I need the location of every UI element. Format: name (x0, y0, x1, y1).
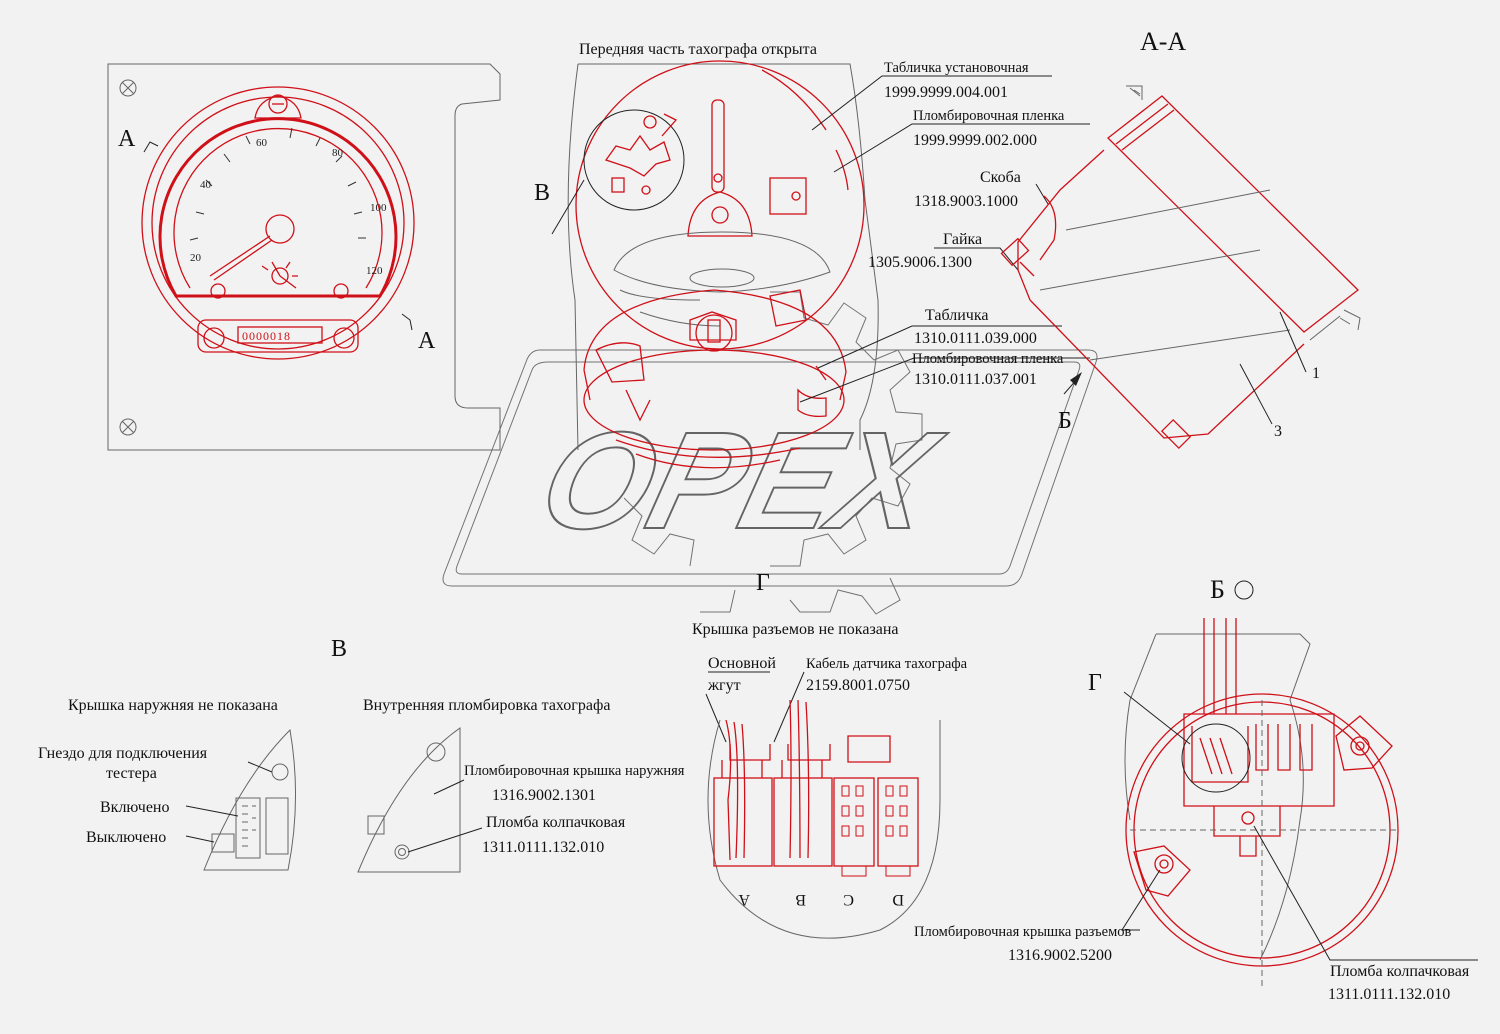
panel-screw-bottom (119, 418, 137, 436)
outer-seal-cover-code: 1316.9002.1301 (492, 787, 596, 804)
label-plate-name: Табличка (925, 307, 988, 324)
view-v-title: В (331, 636, 347, 662)
connector-block (707, 699, 941, 939)
inner-sealing-title: Внутренняя пломбировка тахографа (363, 697, 610, 714)
gauge-clock (261, 261, 298, 289)
panel-screw-top (119, 79, 137, 97)
front-open-title: Передняя часть тахографа открыта (579, 41, 817, 58)
gauge-top-knob (254, 94, 302, 119)
label-seal-film2-name: Пломбировочная пленка (912, 351, 1064, 367)
socket-a-label: A (738, 891, 750, 908)
label-bracket-code: 1318.9003.1000 (914, 193, 1018, 210)
view-b-detail: Г (1088, 618, 1478, 990)
section-marker-a-top-label: А (118, 126, 136, 152)
gauge-left-lamp (210, 283, 226, 299)
main-harness-line1: Основной (708, 655, 776, 672)
switch-off-label: Выключено (86, 829, 166, 846)
label-seal-film-name: Пломбировочная пленка (913, 108, 1065, 124)
section-marker-a-top: А (118, 126, 159, 153)
arrow-b-label: Б (1058, 408, 1072, 434)
section-aa-drawing: 1 3 Б (1000, 85, 1361, 450)
watermark-text: OPEX (527, 403, 956, 558)
cap-seal-v-code: 1311.0111.132.010 (482, 839, 604, 856)
label-bracket-name: Скоба (980, 169, 1021, 186)
label-seal-film-code: 1999.9999.002.000 (913, 132, 1037, 149)
sensor-cable-name: Кабель датчика тахографа (806, 656, 968, 672)
gauge-scale-40: 40 (200, 179, 212, 191)
tachograph-gauge: 20 40 60 80 100 120 0000018 А А (118, 86, 436, 360)
cap-seal-v-name: Пломба колпачковая (486, 814, 626, 831)
view-v-left-detail (185, 728, 296, 871)
open-lid (613, 231, 831, 327)
main-harness-line2: жгут (707, 677, 741, 694)
gauge-right-lamp (333, 283, 349, 299)
view-b-title: Б (1210, 575, 1225, 604)
connector-seal-cover-code: 1316.9002.5200 (1008, 947, 1112, 964)
gauge-scale-20: 20 (190, 252, 202, 264)
gauge-scale-100: 100 (370, 202, 387, 214)
tachograph-body (583, 289, 847, 469)
label-nut-name: Гайка (943, 231, 982, 248)
view-b-seal-right (1335, 715, 1393, 771)
gauge-scale-80: 80 (332, 147, 344, 159)
callout-v-label: В (534, 180, 550, 206)
cap-seal-b-name: Пломба колпачковая (1330, 963, 1470, 980)
label-plate-code: 1310.0111.039.000 (914, 330, 1037, 347)
connector-seal-cover-name: Пломбировочная крышка разъемов (914, 924, 1132, 940)
socket-d-label: D (892, 891, 904, 908)
cap-seal-b-code: 1311.0111.132.010 (1328, 986, 1450, 1003)
view-b-seal-left (1133, 845, 1191, 897)
tester-socket-line2: тестера (106, 765, 157, 782)
view-b-title-marker (1234, 580, 1254, 600)
dashboard-panel (107, 63, 501, 451)
arrow-b: Б (1058, 372, 1082, 434)
gauge-needle (209, 214, 295, 281)
gauge-ticks (189, 127, 366, 241)
section-aa-title: А-А (1140, 27, 1186, 56)
section-aa-num-3: 3 (1274, 423, 1282, 440)
connector-cover-note: Крышка разъемов не показана (692, 621, 899, 638)
socket-c-label: C (843, 891, 854, 908)
gauge-scale-60: 60 (256, 137, 268, 149)
callout-g-label: Г (1088, 670, 1102, 696)
outer-cover-note: Крышка наружняя не показана (68, 697, 278, 714)
label-leaders (799, 75, 1090, 403)
watermark: OPEX (442, 291, 1098, 615)
callout-v-circle: В (534, 109, 685, 235)
gauge-odometer-bar: 0000018 (197, 319, 359, 353)
gauge-scale-120: 120 (366, 265, 383, 277)
socket-b-label: B (795, 891, 806, 908)
switch-on-label: Включено (100, 799, 169, 816)
open-tachograph: В (534, 60, 879, 469)
gauge-odometer: 0000018 (242, 329, 291, 343)
outer-seal-cover-name: Пломбировочная крышка наружняя (464, 763, 685, 779)
label-install-plate-name: Табличка установочная (884, 60, 1029, 76)
view-v-inner-detail (357, 727, 483, 873)
label-nut-code: 1305.9006.1300 (868, 254, 972, 271)
section-marker-a-bottom: А (401, 313, 436, 354)
section-aa-num-1: 1 (1312, 365, 1320, 382)
sensor-cable-code: 2159.8001.0750 (806, 677, 910, 694)
view-g-title: Г (756, 570, 770, 596)
tester-socket-line1: Гнездо для подключения (38, 745, 208, 762)
label-install-plate-code: 1999.9999.004.001 (884, 84, 1008, 101)
label-seal-film2-code: 1310.0111.037.001 (914, 371, 1037, 388)
section-marker-a-bottom-label: А (418, 328, 436, 354)
